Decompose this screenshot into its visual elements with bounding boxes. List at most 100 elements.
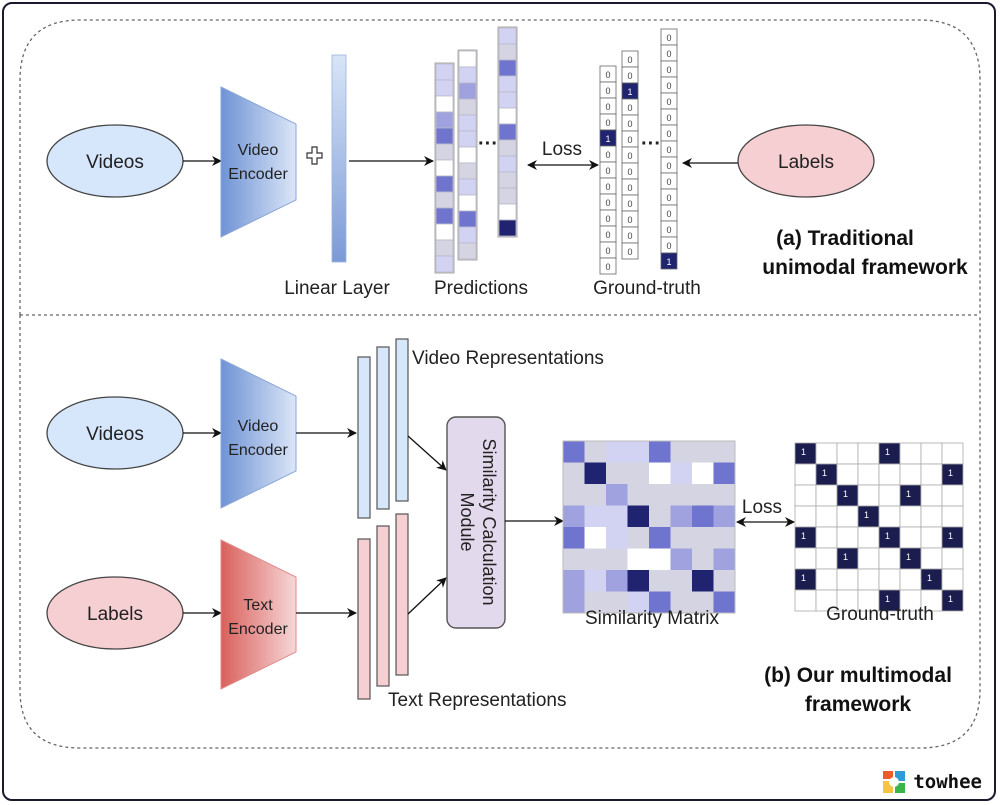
prediction-vector (457, 49, 478, 261)
prediction-cell (458, 82, 477, 100)
prediction-cell (435, 255, 454, 273)
gt-matrix-value: 1 (822, 468, 827, 478)
plus-icon (306, 146, 323, 165)
gt-cell-value: 0 (605, 102, 610, 112)
gt-matrix-value: 1 (948, 531, 953, 541)
prediction-cell (435, 63, 454, 81)
gt-cell-value: 0 (605, 150, 610, 160)
panel-b-title-1: (b) Our multimodal (764, 664, 952, 687)
gt-matrix-cell (794, 463, 817, 486)
similarity-cell (606, 548, 628, 570)
similarity-cell (606, 441, 628, 463)
prediction-cell (435, 111, 454, 129)
gt-matrix-cell (941, 505, 964, 528)
similarity-cell (606, 505, 628, 527)
gt-cell-value: 0 (627, 183, 632, 193)
prediction-cell (435, 223, 454, 241)
gt-cell-value: 1 (627, 87, 632, 97)
similarity-cell (692, 505, 714, 527)
similarity-cell (670, 441, 692, 463)
similarity-module-label-1: Similarity Calculation (479, 438, 499, 605)
similarity-cell (713, 505, 735, 527)
gt-matrix-cell (815, 442, 838, 465)
similarity-cell (584, 484, 606, 506)
gt-matrix-value: 1 (885, 531, 890, 541)
gt-matrix-cell (878, 568, 901, 591)
gt-matrix-value: 1 (927, 573, 932, 583)
prediction-cell (435, 143, 454, 161)
prediction-cell (435, 127, 454, 145)
prediction-cell (435, 95, 454, 113)
gt-cell-value: 0 (666, 145, 671, 155)
gt-cell-value: 0 (666, 225, 671, 235)
similarity-cell (584, 591, 606, 613)
gt-matrix-value: 1 (906, 489, 911, 499)
towhee-logo: towhee (883, 771, 982, 793)
gt-matrix-cell (878, 547, 901, 570)
loss-label-a: Loss (542, 139, 582, 160)
panel-a-border (19, 19, 981, 315)
video-encoder-b-label-1: Video (238, 418, 279, 435)
prediction-cell (458, 66, 477, 84)
gt-matrix-cell (836, 505, 859, 528)
prediction-cell (458, 210, 477, 228)
gt-cell-value: 0 (627, 247, 632, 257)
gt-cell-value: 0 (605, 182, 610, 192)
gt-matrix-cell (899, 505, 922, 528)
similarity-cell (584, 505, 606, 527)
gt-cell-value: 0 (666, 209, 671, 219)
gt-cell-value: 0 (666, 113, 671, 123)
gt-cell-value: 0 (605, 214, 610, 224)
gt-matrix-cell (815, 484, 838, 507)
text-encoder-label-2: Encoder (228, 621, 288, 638)
similarity-cell (713, 570, 735, 592)
gt-matrix-cell (941, 484, 964, 507)
prediction-cell (458, 98, 477, 116)
prediction-cell (435, 79, 454, 97)
text-repr-bar-2 (376, 525, 390, 687)
arrow-text-repr-module (407, 577, 447, 615)
similarity-cell (563, 548, 585, 570)
video-encoder-b (220, 358, 297, 509)
predictions-group (434, 26, 518, 274)
gt-cell-value: 0 (627, 55, 632, 65)
gt-matrix-cell (920, 442, 943, 465)
similarity-cell (649, 484, 671, 506)
similarity-cell (627, 548, 649, 570)
similarity-cell (713, 548, 735, 570)
similarity-cell (692, 441, 714, 463)
similarity-cell (606, 484, 628, 506)
prediction-cell (498, 187, 517, 205)
prediction-cell (498, 123, 517, 141)
gt-cell (621, 242, 639, 260)
gt-cell-value: 0 (666, 97, 671, 107)
gt-matrix-value: 1 (948, 468, 953, 478)
text-encoder-label-1: Text (243, 597, 273, 614)
text-repr-label: Text Representations (388, 690, 567, 711)
gt-matrix-value: 1 (801, 447, 806, 457)
prediction-cell (435, 159, 454, 177)
similarity-cell (563, 591, 585, 613)
video-encoder-a-label: Video (238, 142, 279, 159)
gt-matrix-cell (794, 547, 817, 570)
gt-matrix-cell (836, 442, 859, 465)
similarity-cell (584, 527, 606, 549)
similarity-cell (670, 548, 692, 570)
prediction-cell (458, 146, 477, 164)
similarity-cell (670, 591, 692, 613)
gt-cell-value: 0 (627, 135, 632, 145)
similarity-cell (584, 548, 606, 570)
video-repr-bar-2 (376, 346, 390, 510)
gt-cell-value: 0 (605, 86, 610, 96)
gt-cell-value: 0 (605, 166, 610, 176)
similarity-cell (563, 505, 585, 527)
video-encoder-a-label-2: Encoder (228, 166, 288, 183)
similarity-cell (649, 548, 671, 570)
ground-truth-label-a: Ground-truth (593, 278, 701, 299)
gt-cell-value: 0 (666, 241, 671, 251)
similarity-cell (670, 462, 692, 484)
similarity-cell (649, 527, 671, 549)
panel-a-title-1: (a) Traditional (776, 227, 914, 250)
